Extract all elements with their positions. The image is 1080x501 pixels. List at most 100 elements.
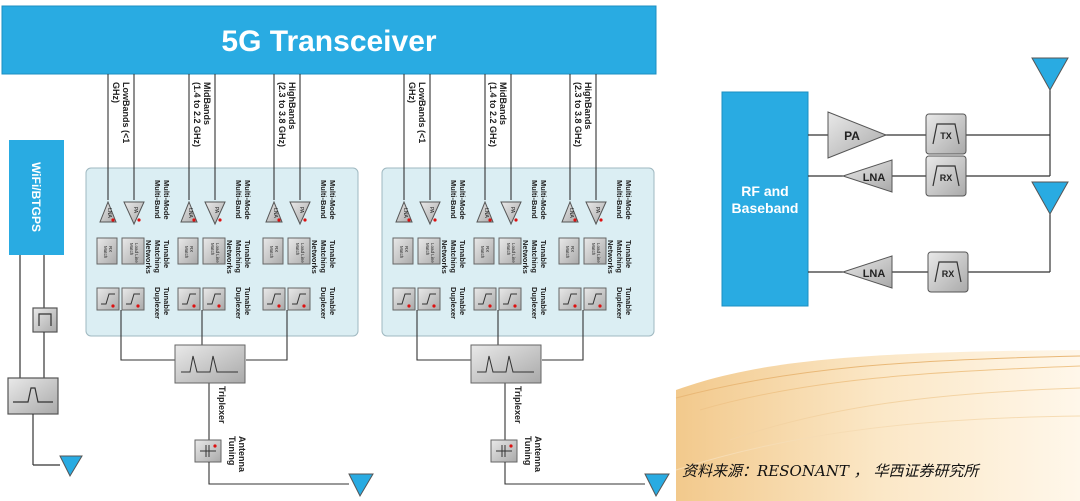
band-wiring-high (273, 74, 301, 322)
load-line-label: Match (129, 243, 134, 256)
pa-label: PA (132, 207, 138, 214)
matching-label: Networks (144, 240, 153, 274)
load-line-label: Load Line (134, 243, 139, 263)
rx-filter-label: RX (942, 269, 955, 279)
antenna-icon (1031, 57, 1069, 92)
rx-match-box (473, 237, 495, 265)
band-wiring-low (107, 74, 135, 322)
pa-label: PA (428, 207, 434, 214)
lna-icon (395, 200, 413, 223)
mode-label: Multi-Mode (243, 180, 252, 220)
mode-label: Multi-Band (234, 180, 243, 219)
antenna-tuning-label: Tuning (523, 436, 533, 465)
rx-match-label: RX (404, 246, 409, 252)
rx-match-label: RX (274, 246, 279, 252)
matching-label: Networks (606, 240, 615, 274)
band-label-low: LowBands (<1 (121, 82, 131, 143)
rx-match-box (177, 237, 199, 265)
pa-icon (289, 201, 311, 226)
pa-amplifier-label: PA (844, 129, 860, 143)
duplexer-label: Tunable (539, 287, 548, 315)
lna-label: LNA (483, 208, 489, 218)
rx-filter-label: RX (940, 173, 953, 183)
pa-label: PA (509, 207, 515, 214)
antenna-icon (1031, 181, 1069, 216)
rx-match-label: RX (189, 246, 194, 252)
source-note: 资料来源：RESONANT ， 华西证券研究所 (682, 462, 979, 480)
wifi-label: WiFi/BTGPS (29, 162, 43, 232)
tx-filter-box (925, 113, 967, 155)
matching-label: Matching (449, 240, 458, 273)
mode-label: Multi-Band (153, 180, 162, 219)
matching-label: Matching (153, 240, 162, 273)
pa-amplifier-icon (827, 111, 888, 159)
load-line-label: Match (210, 243, 215, 256)
matching-label: Tunable (539, 240, 548, 268)
load-line-label: Load Line (596, 243, 601, 263)
band-label-mid: (1.4 to 2.2 GHz) (192, 82, 202, 147)
load-line-box (121, 237, 145, 265)
mode-label: Multi-Band (319, 180, 328, 219)
pa-icon (204, 201, 226, 226)
matching-label: Tunable (243, 240, 252, 268)
lna-amplifier-label: LNA (863, 172, 886, 184)
mode-label: Multi-Mode (162, 180, 171, 220)
band-wiring-high (569, 74, 597, 322)
duplexer-label: Duplexer (449, 287, 458, 319)
wifi-path (7, 255, 60, 466)
load-line-box (202, 237, 226, 265)
triplexer-label: Triplexer (217, 386, 227, 424)
matching-label: Networks (440, 240, 449, 274)
lna-label: LNA (272, 208, 278, 218)
lna-label: LNA (402, 208, 408, 218)
band-wiring-mid (188, 74, 216, 322)
load-line-box (583, 237, 607, 265)
mode-label: Multi-Band (449, 180, 458, 219)
matching-label: Networks (521, 240, 530, 274)
mode-label: Multi-Band (530, 180, 539, 219)
rx-match-box (96, 237, 118, 265)
rx-match-box (262, 237, 284, 265)
lna-icon (99, 200, 117, 223)
matching-label: Tunable (624, 240, 633, 268)
duplexer-label: Tunable (243, 287, 252, 315)
duplexer-label: Duplexer (319, 287, 328, 319)
antenna-icon (644, 473, 670, 498)
band-label-mid: (1.4 to 2.2 GHz) (488, 82, 498, 147)
antenna-tuning-label: Antenna (533, 436, 543, 473)
lna-amplifier-icon (841, 255, 893, 289)
load-line-label: Match (425, 243, 430, 256)
mode-label: Multi-Mode (539, 180, 548, 220)
band-label-low: GHz) (407, 82, 417, 103)
rx-match-box (392, 237, 414, 265)
lna-icon (265, 200, 283, 223)
rx-match-label: Match (399, 246, 404, 259)
band-label-high: (2.3 to 3.8 GHz) (277, 82, 287, 147)
load-line-box (498, 237, 522, 265)
lna-icon (180, 200, 198, 223)
load-line-label: Load Line (300, 243, 305, 263)
load-line-box (287, 237, 311, 265)
matching-label: Tunable (458, 240, 467, 268)
triplexer-box (174, 344, 246, 384)
matching-label: Tunable (162, 240, 171, 268)
mode-label: Multi-Mode (328, 180, 337, 220)
band-label-low: LowBands (<1 (417, 82, 427, 143)
rx-match-label: Match (565, 246, 570, 259)
load-line-label: Load Line (511, 243, 516, 263)
matching-label: Matching (234, 240, 243, 273)
band-label-high: (2.3 to 3.8 GHz) (573, 82, 583, 147)
lna-amplifier-label: LNA (863, 268, 886, 280)
triplexer-label: Triplexer (513, 386, 523, 424)
band-label-high: HighBands (583, 82, 593, 130)
pa-icon (419, 201, 441, 226)
transceiver-block: 5G Transceiver (1, 5, 657, 75)
rf-baseband-label: Baseband (732, 200, 799, 216)
lna-label: LNA (568, 208, 574, 218)
rx-filter-box (927, 251, 969, 293)
load-line-label: Load Line (430, 243, 435, 263)
